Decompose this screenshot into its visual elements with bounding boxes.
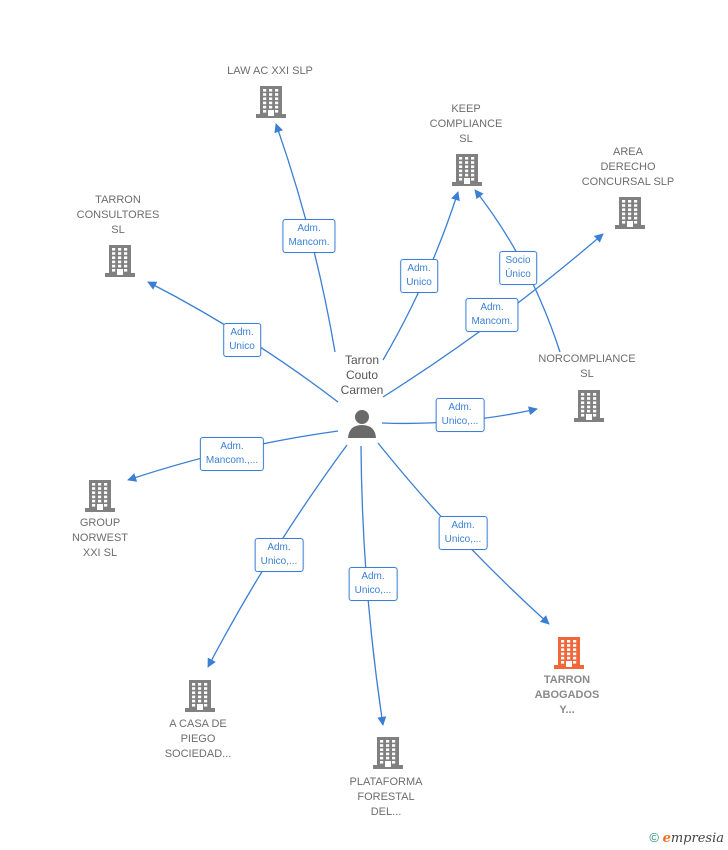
building-icon[interactable] [256, 84, 286, 123]
building-icon[interactable] [185, 678, 215, 717]
relation-label-norcompliance-keep[interactable]: Socio Único [499, 251, 537, 285]
company-name-tarron_abogados[interactable]: TARRON ABOGADOS Y... [534, 674, 600, 716]
person-name[interactable]: Tarron Couto Carmen [340, 353, 384, 397]
company-name-law[interactable]: LAW AC XXI SLP [227, 65, 313, 77]
relation-label-plataforma[interactable]: Adm. Unico,... [348, 567, 398, 601]
building-icon[interactable] [554, 635, 584, 674]
building-icon[interactable] [85, 478, 115, 517]
relation-label-area[interactable]: Adm. Mancom. [465, 298, 519, 332]
footer: © empresia [649, 830, 724, 846]
building-icon[interactable] [615, 195, 645, 234]
company-name-norcompliance[interactable]: NORCOMPLIANCE SL [538, 353, 636, 380]
company-name-area[interactable]: AREA DERECHO CONCURSAL SLP [581, 146, 675, 188]
building-icon[interactable] [574, 388, 604, 427]
company-name-group[interactable]: GROUP NORWEST XXI SL [71, 517, 129, 559]
company-name-plataforma[interactable]: PLATAFORMA FORESTAL DEL... [349, 776, 423, 818]
company-name-keep[interactable]: KEEP COMPLIANCE SL [429, 103, 503, 145]
person-icon[interactable] [347, 408, 377, 443]
relation-label-law[interactable]: Adm. Mancom. [282, 219, 336, 253]
relation-label-tarron_consultores[interactable]: Adm. Unico [223, 323, 261, 357]
relation-label-tarron_abogados[interactable]: Adm. Unico,... [438, 516, 488, 550]
company-name-acasa[interactable]: A CASA DE PIEGO SOCIEDAD... [164, 718, 232, 760]
building-icon[interactable] [105, 243, 135, 282]
copyright-symbol: © [649, 830, 659, 845]
company-name-tarron_consultores[interactable]: TARRON CONSULTORES SL [76, 194, 160, 236]
relation-label-keep[interactable]: Adm. Unico [400, 259, 438, 293]
building-icon[interactable] [452, 152, 482, 191]
relation-label-group[interactable]: Adm. Mancom.,... [199, 437, 265, 471]
relation-label-acasa[interactable]: Adm. Unico,... [254, 538, 304, 572]
relation-label-norcompliance[interactable]: Adm. Unico,... [435, 398, 485, 432]
building-icon[interactable] [373, 735, 403, 774]
brand-logo[interactable]: empresia [662, 831, 724, 846]
